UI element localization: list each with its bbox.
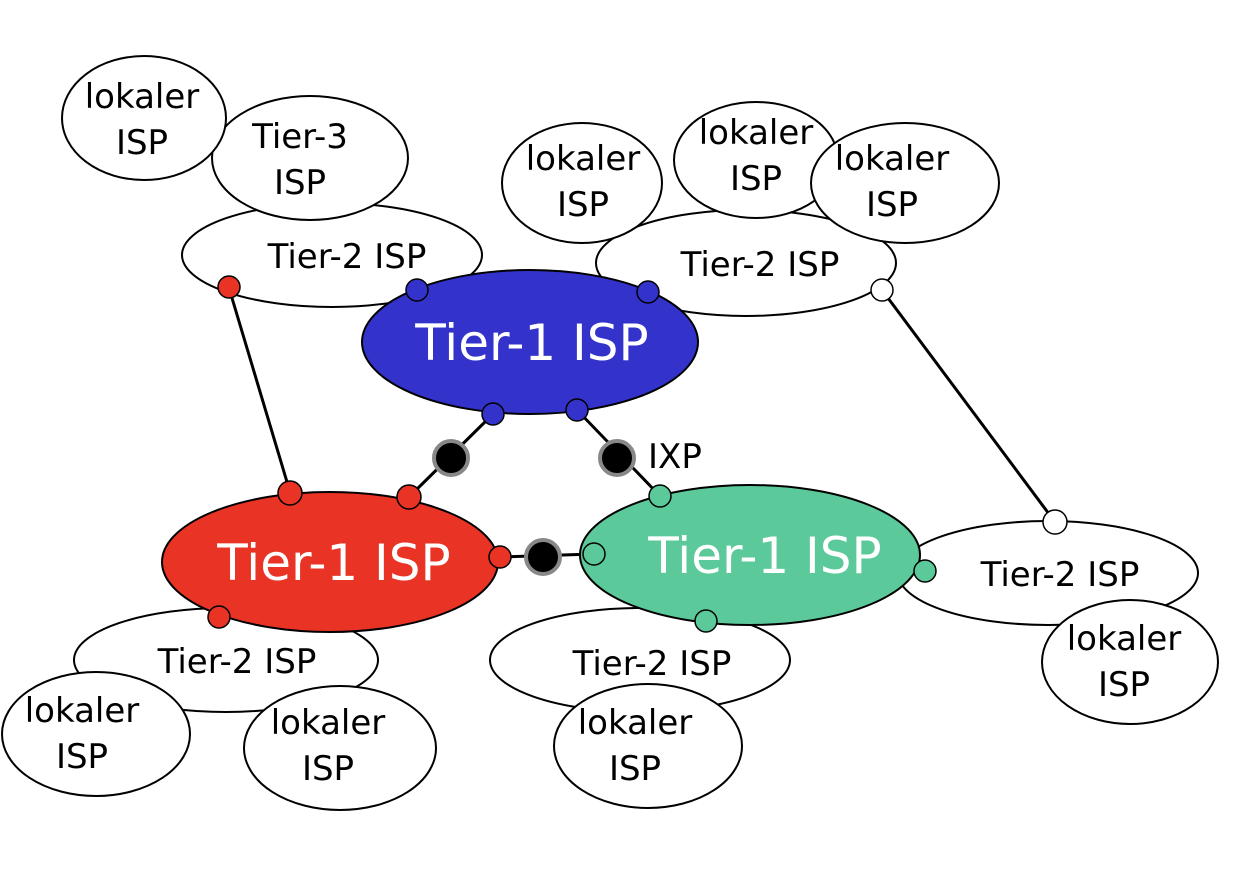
tier1-isp-blue-node	[361, 269, 699, 415]
local-isp-right-node	[1041, 599, 1219, 725]
port-green-right	[913, 559, 937, 583]
local-isp-topright-middle-label-line1: lokaler	[699, 113, 814, 153]
local-isp-bottomleft-left-label-line2: ISP	[56, 737, 108, 777]
local-isp-topleft-node	[61, 55, 227, 181]
local-isp-right-label-line2: ISP	[1098, 665, 1150, 705]
local-isp-topleft-label-line2: ISP	[116, 123, 168, 163]
ixp-point-red-green	[524, 538, 562, 576]
local-isp-topright-right-label-line1: lokaler	[835, 139, 950, 179]
tier2-isp-bottommiddle-label: Tier-2 ISP	[572, 644, 732, 684]
port-green-top	[648, 484, 672, 508]
tier1-isp-green-node	[579, 484, 921, 626]
tier3-isp-label-line1: Tier-3	[251, 117, 348, 157]
local-isp-bottomleft-right-label-line1: lokaler	[271, 703, 386, 743]
port-blue-bottomleft	[481, 402, 505, 426]
local-isp-topright-left-label-line2: ISP	[557, 185, 609, 225]
local-isp-right-label-line1: lokaler	[1067, 619, 1182, 659]
local-isp-topright-right-node	[810, 122, 1000, 244]
tier2-isp-bottomleft-label: Tier-2 ISP	[157, 642, 317, 682]
port-green-left	[582, 542, 606, 566]
tier2-isp-right-label: Tier-2 ISP	[980, 555, 1140, 595]
tier3-isp-node	[211, 95, 409, 221]
tier2-isp-topright-label: Tier-2 ISP	[680, 245, 840, 285]
local-isp-bottomleft-right-label-line2: ISP	[302, 749, 354, 789]
port-green-bottom	[694, 609, 718, 633]
local-isp-bottomleft-left-label-line1: lokaler	[25, 691, 140, 731]
port-red-top-left	[277, 480, 303, 506]
port-tier2-topleft-red	[217, 275, 241, 299]
port-tier2-topleft-blue	[405, 278, 429, 302]
local-isp-bottommiddle-node	[553, 683, 743, 809]
local-isp-bottommiddle-label-line2: ISP	[609, 749, 661, 789]
link-tier2-topleft-to-red-tier1	[227, 287, 292, 493]
port-tier2-topright-white	[870, 278, 894, 302]
local-isp-topright-middle-label-line2: ISP	[730, 159, 782, 199]
tier1-isp-red-label: Tier-1 ISP	[216, 534, 450, 592]
port-tier2-right-white	[1042, 509, 1068, 535]
tier1-isp-blue-label: Tier-1 ISP	[414, 314, 648, 372]
ixp-point-blue-green	[598, 439, 636, 477]
port-red-bottom	[207, 605, 231, 629]
local-isp-topright-right-label-line2: ISP	[866, 185, 918, 225]
port-red-top-right	[396, 484, 422, 510]
ixp-label: IXP	[648, 437, 702, 477]
tier3-isp-label-line2: ISP	[274, 163, 326, 203]
tier1-isp-green-label: Tier-1 ISP	[647, 527, 881, 585]
tier2-isp-topleft-label: Tier-2 ISP	[267, 237, 427, 277]
local-isp-topleft-label-line1: lokaler	[85, 77, 200, 117]
local-isp-bottomleft-left-node	[1, 671, 191, 797]
local-isp-bottomleft-right-node	[243, 685, 437, 811]
port-tier2-topright-blue	[636, 280, 660, 304]
link-tier2-topright-to-tier2-right	[880, 289, 1057, 523]
port-blue-bottomright	[565, 398, 589, 422]
ixp-point-blue-red	[432, 439, 470, 477]
port-red-right	[488, 545, 512, 569]
local-isp-topright-left-label-line1: lokaler	[526, 139, 641, 179]
local-isp-topright-left-node	[501, 122, 663, 244]
local-isp-bottommiddle-label-line1: lokaler	[578, 703, 693, 743]
